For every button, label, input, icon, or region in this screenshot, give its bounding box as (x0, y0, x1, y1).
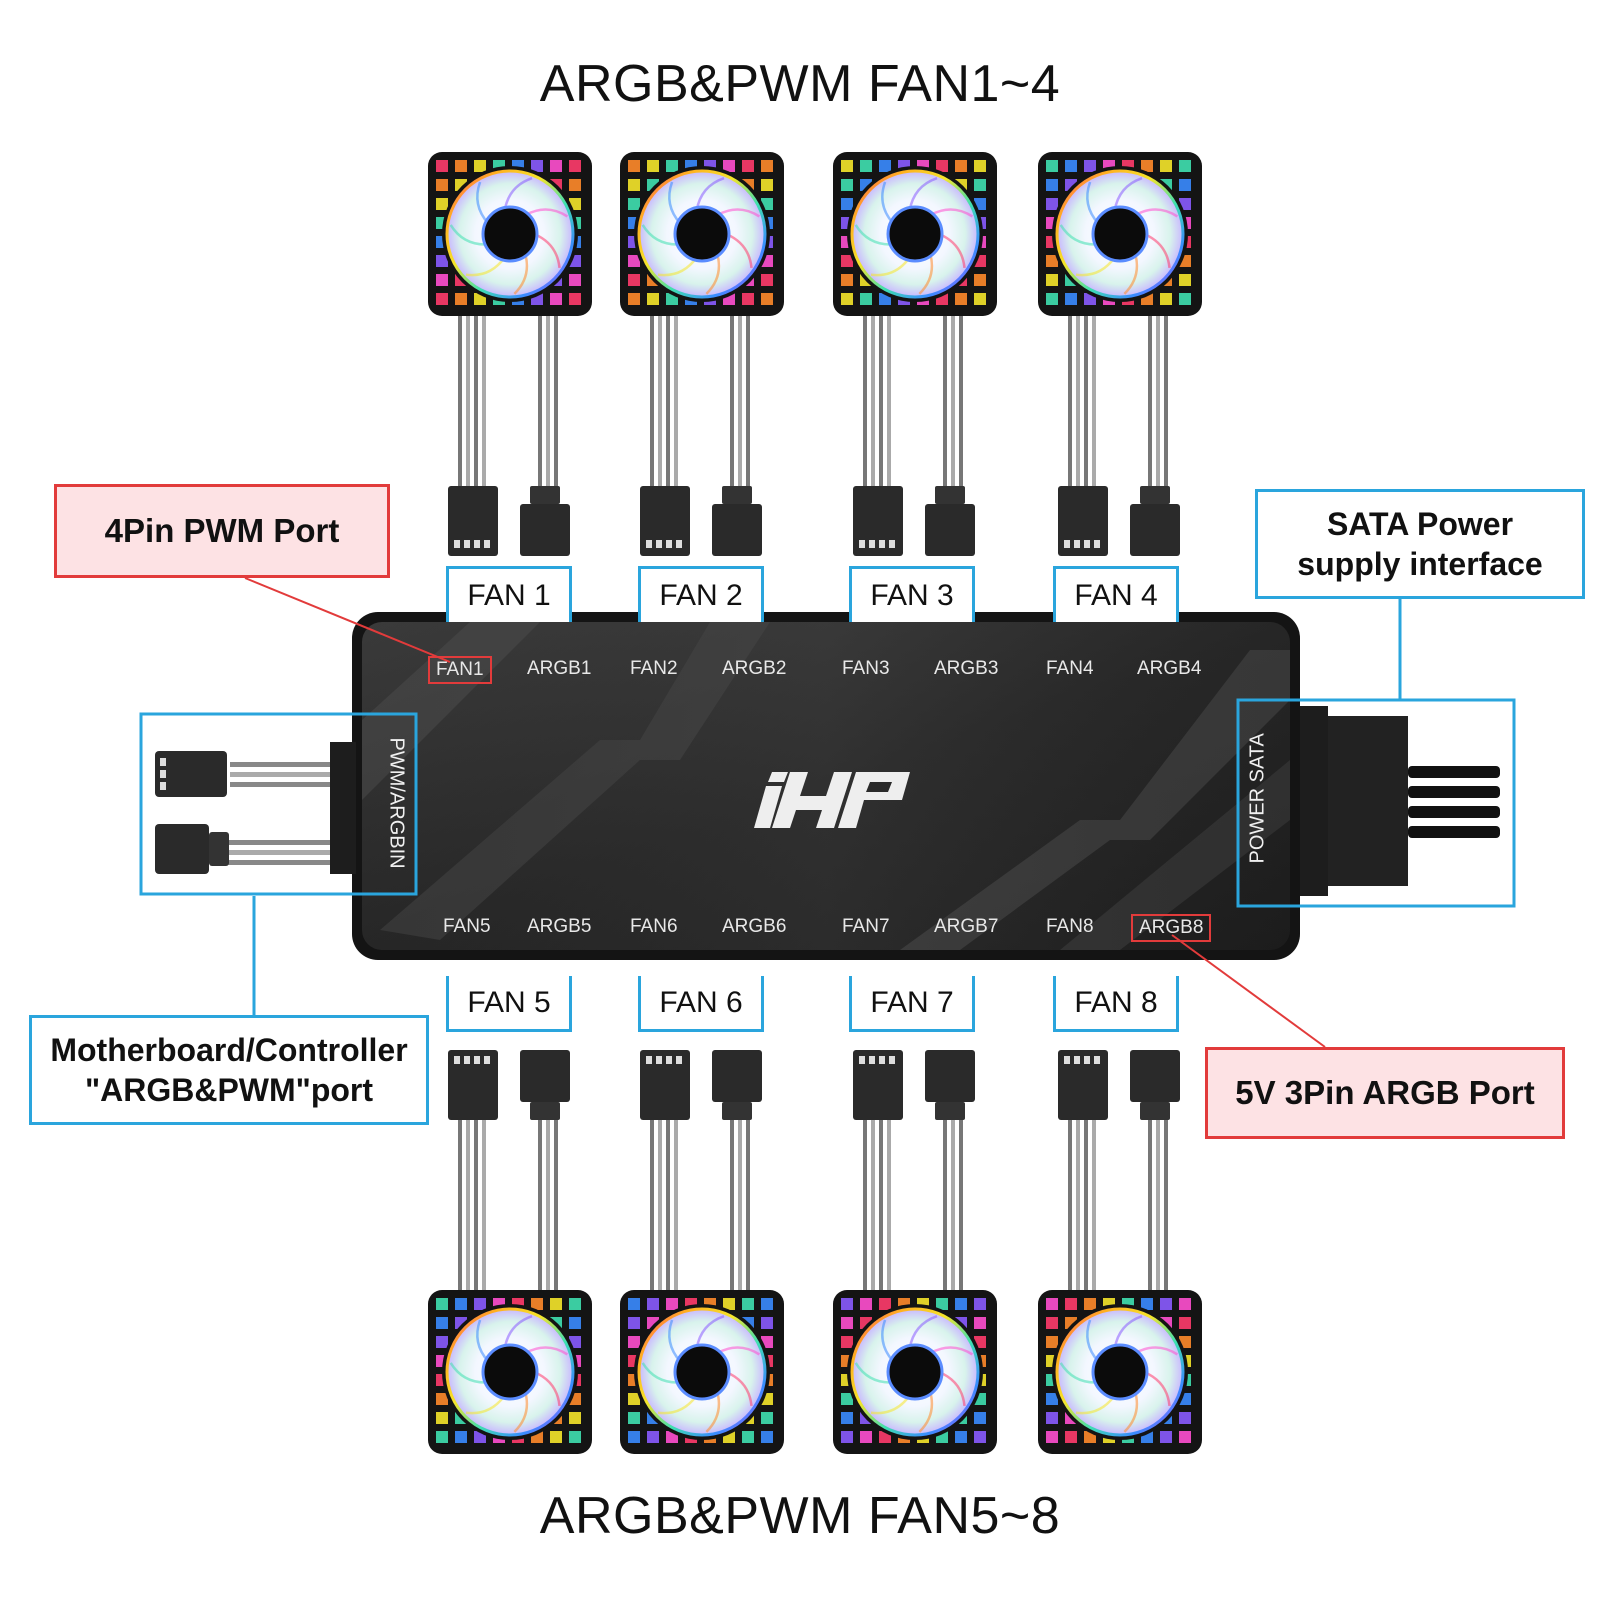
leader-lines (139, 577, 1516, 1048)
port-label-argb1: ARGB1 (527, 658, 592, 679)
fan-connector (448, 486, 570, 556)
callout-5v-argb-port: 5V 3Pin ARGB Port (1205, 1047, 1565, 1139)
fan-cable (650, 316, 750, 486)
fan-label-7: FAN 7 (849, 976, 975, 1032)
callout-motherboard-line1: Motherboard/Controller (50, 1032, 408, 1068)
side-label-pwm-argbin: PWM/ARGBIN (385, 737, 408, 869)
fan-cable (458, 316, 558, 486)
port-label-fan7: FAN7 (842, 916, 890, 937)
ihp-logo (754, 772, 910, 828)
fan-connector (1058, 1050, 1180, 1120)
cables-layer (448, 316, 1180, 1290)
fan-label-3: FAN 3 (849, 566, 975, 622)
callout-sata-line1: SATA Power (1326, 506, 1514, 542)
port-label-fan3: FAN3 (842, 658, 890, 679)
fan-cable (650, 1120, 750, 1290)
sata-connector (1300, 706, 1500, 896)
port-label-argb8: ARGB8 (1131, 914, 1212, 942)
port-label-fan8: FAN8 (1046, 916, 1094, 937)
title-top: ARGB&PWM FAN1~4 (539, 55, 1061, 113)
port-label-fan4: FAN4 (1046, 658, 1094, 679)
port-label-fan1: FAN1 (428, 656, 492, 684)
fan-unit (833, 1290, 997, 1454)
fan-unit (1038, 152, 1202, 316)
port-label-argb7: ARGB7 (934, 916, 999, 937)
fan-unit (1038, 1290, 1202, 1454)
port-label-argb4: ARGB4 (1137, 658, 1202, 679)
port-label-argb3: ARGB3 (934, 658, 999, 679)
fan-unit (620, 152, 784, 316)
fan-unit (428, 1290, 592, 1454)
title-bottom: ARGB&PWM FAN5~8 (539, 1487, 1061, 1545)
fan-label-1: FAN 1 (446, 566, 572, 622)
fan-label-6: FAN 6 (638, 976, 764, 1032)
port-label-fan2: FAN2 (630, 658, 678, 679)
fan-label-4: FAN 4 (1053, 566, 1179, 622)
port-label-fan6: FAN6 (630, 916, 678, 937)
fan-cable (863, 1120, 963, 1290)
fan-unit (833, 152, 997, 316)
fan-unit (428, 152, 592, 316)
port-label-argb5: ARGB5 (527, 916, 592, 937)
hub-body (352, 612, 1300, 960)
fan-cable (458, 1120, 558, 1290)
port-label-argb2: ARGB2 (722, 658, 787, 679)
port-label-fan5: FAN5 (443, 916, 491, 937)
fan-connector (640, 1050, 762, 1120)
callout-sata-power: SATA Power supply interface (1255, 489, 1585, 599)
fan-connector (853, 1050, 975, 1120)
fan-connector (1058, 486, 1180, 556)
fan-cable (1068, 316, 1168, 486)
fans-layer (428, 152, 1202, 1454)
fan-connector (853, 486, 975, 556)
side-label-power-sata: POWER SATA (1246, 733, 1269, 864)
fan-cable (863, 316, 963, 486)
callout-sata-line2: supply interface (1297, 546, 1543, 582)
fan-connector (640, 486, 762, 556)
fan-label-5: FAN 5 (446, 976, 572, 1032)
fan-label-8: FAN 8 (1053, 976, 1179, 1032)
callout-motherboard-port: Motherboard/Controller "ARGB&PWM"port (29, 1015, 429, 1125)
callout-4pin-pwm-port: 4Pin PWM Port (54, 484, 390, 578)
fan-label-2: FAN 2 (638, 566, 764, 622)
callout-motherboard-line2: "ARGB&PWM"port (84, 1072, 374, 1108)
input-connectors (155, 742, 356, 874)
port-label-argb6: ARGB6 (722, 916, 787, 937)
fan-cable (1068, 1120, 1168, 1290)
fan-unit (620, 1290, 784, 1454)
fan-connector (448, 1050, 570, 1120)
